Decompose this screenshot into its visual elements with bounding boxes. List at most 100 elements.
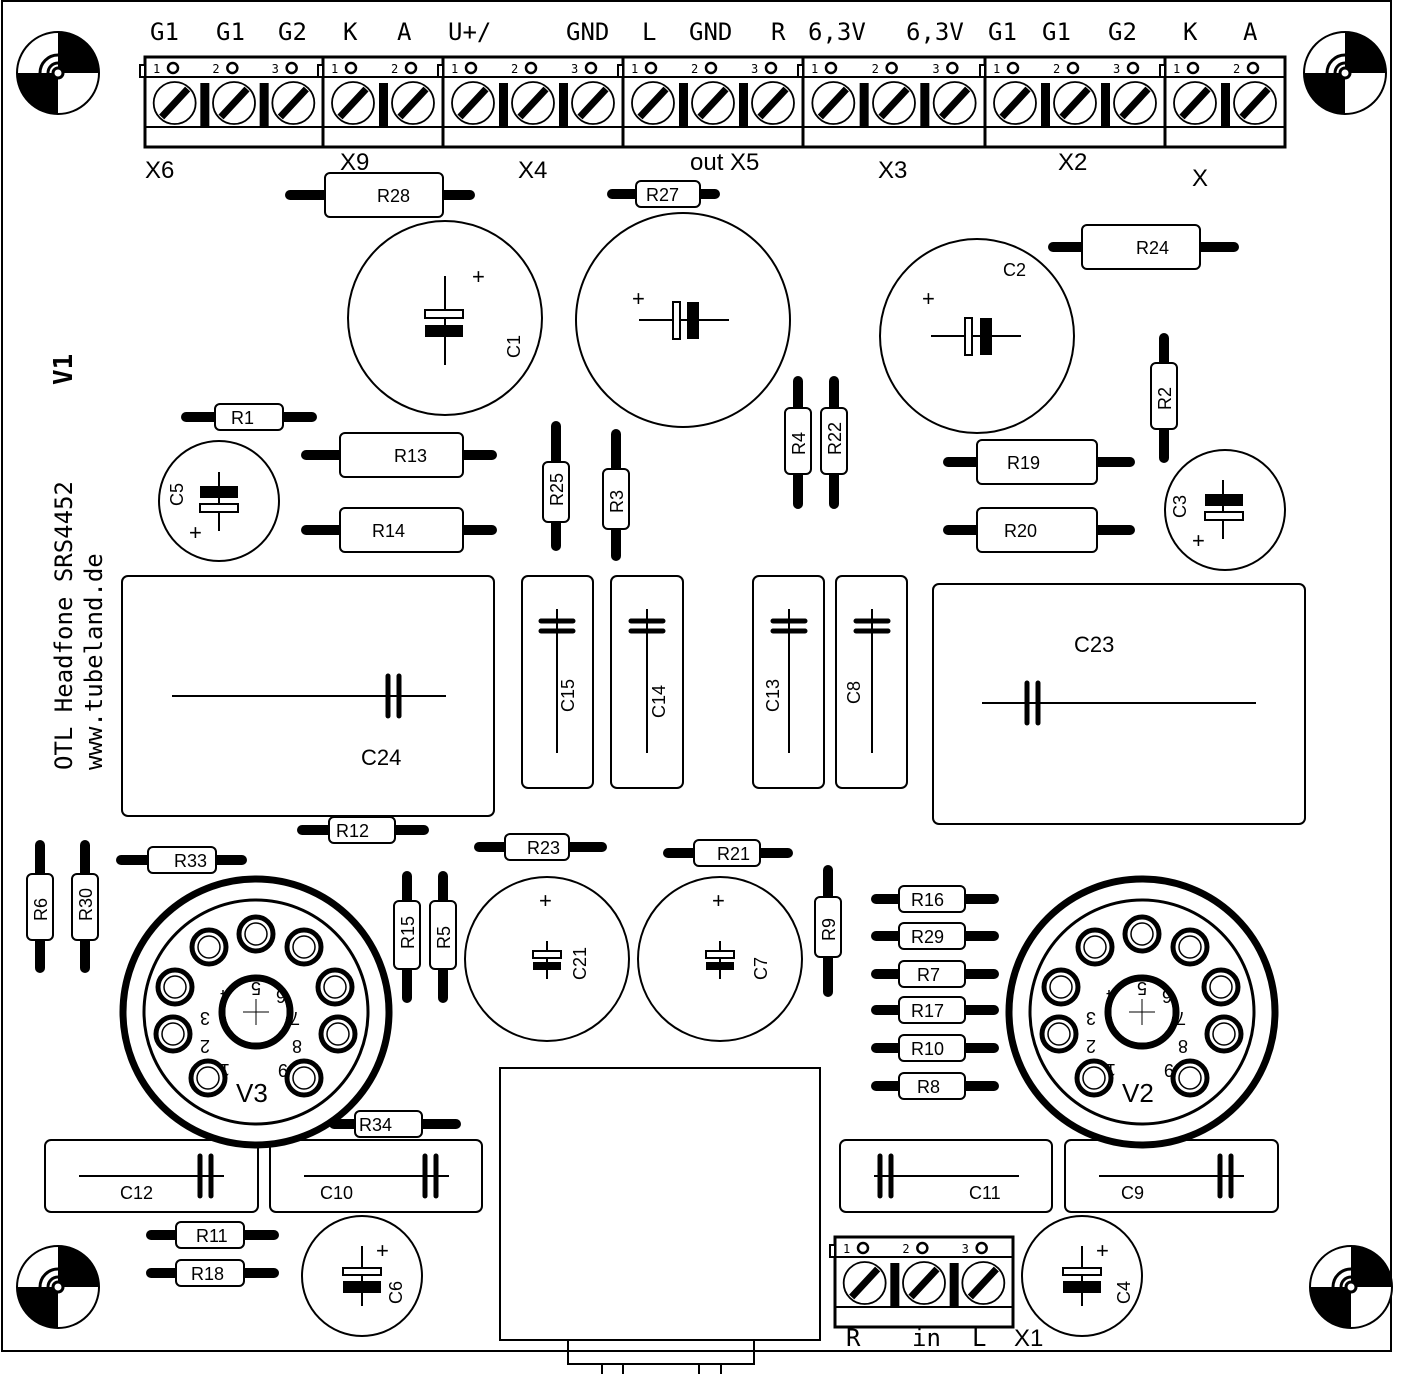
resistor-r22: R22 <box>820 376 848 509</box>
tube-pin <box>1041 967 1081 1007</box>
mounting-hole-bottom-left <box>16 1245 100 1329</box>
capacitor-label: C8 <box>844 681 864 704</box>
terminal-signal-label: R <box>771 18 786 46</box>
resistor-r11: R11 <box>146 1221 279 1249</box>
terminal-signal-label: L <box>972 1324 986 1352</box>
polarity-plus-icon: + <box>1192 528 1205 553</box>
capacitor-c4: +C4 <box>1021 1215 1143 1337</box>
resistor-label: R27 <box>646 185 679 205</box>
tube-pin <box>236 914 276 954</box>
terminal-ref-label: X <box>1192 165 1208 192</box>
tube-ref-label: V2 <box>1122 1078 1154 1108</box>
tube-pin-number: 1 <box>220 1060 230 1080</box>
resistor-r33: R33 <box>116 846 247 874</box>
terminal-pin-number: 1 <box>843 1242 850 1256</box>
tube-pin-number: 5 <box>251 978 261 998</box>
board-title: OTL Headfone SRS4452 V1 <box>49 354 79 770</box>
tube-pin <box>1170 927 1210 967</box>
tube-pin <box>188 1058 228 1098</box>
tube-pin <box>315 967 355 1007</box>
tube-pin <box>1039 1014 1079 1054</box>
capacitor-c13: C13 <box>752 575 825 789</box>
terminal-pin-hole <box>584 61 598 75</box>
terminal-pin-number: 3 <box>1113 62 1120 76</box>
terminal-signal-label: G1 <box>216 18 245 46</box>
resistor-label: R28 <box>377 186 410 206</box>
tube-pin-number: 6 <box>276 986 286 1006</box>
terminal-signal-label: L <box>642 18 656 46</box>
terminal-pin-hole <box>464 61 478 75</box>
transformer-footprint <box>499 1067 821 1374</box>
terminal-signal-label: GND <box>566 18 609 46</box>
terminal-pin-number: 1 <box>153 62 160 76</box>
terminal-signal-label: G2 <box>278 18 307 46</box>
tube-pin <box>189 927 229 967</box>
terminal-pin-number: 1 <box>811 62 818 76</box>
resistor-r1: R1 <box>181 403 317 431</box>
terminal-signal-label: A <box>397 18 412 46</box>
terminal-signal-label: G1 <box>1042 18 1071 46</box>
tube-pin <box>284 927 324 967</box>
board-outline <box>1 0 1392 1352</box>
terminal-pin-hole <box>404 61 418 75</box>
tube-pin-number: 2 <box>200 1036 210 1056</box>
resistor-label: R12 <box>336 821 369 841</box>
capacitor-c3: +C3 <box>1164 449 1286 571</box>
terminal-signal-label: K <box>343 18 358 46</box>
resistor-r15: R15 <box>393 871 421 1003</box>
capacitor-c12: C12 <box>44 1139 259 1213</box>
tube-pin-number: 7 <box>290 1008 300 1028</box>
terminal-pin-hole <box>1186 61 1200 75</box>
terminal-pin-number: 1 <box>993 62 1000 76</box>
terminal-pin-number: 1 <box>451 62 458 76</box>
terminal-pin-number: 3 <box>962 1242 969 1256</box>
resistor-r19: R19 <box>943 439 1135 485</box>
terminal-pin-hole <box>344 61 358 75</box>
tube-pin <box>155 967 195 1007</box>
resistor-r2: R2 <box>1150 333 1178 463</box>
resistor-r27: R27 <box>607 180 720 208</box>
resistor-label: R3 <box>607 490 627 513</box>
resistor-r14: R14 <box>301 507 497 553</box>
terminal-pin-hole <box>226 61 239 75</box>
capacitor-label: C3 <box>1170 495 1190 518</box>
capacitor-label: C5 <box>167 483 187 506</box>
resistor-r4: R4 <box>784 376 812 509</box>
resistor-label: R2 <box>1155 387 1175 410</box>
terminal-pin-hole <box>524 61 538 75</box>
terminal-signal-label: A <box>1243 18 1258 46</box>
polarity-plus-icon: + <box>376 1238 389 1263</box>
tube-pin <box>1201 967 1241 1007</box>
capacitor-label: C2 <box>1003 260 1026 280</box>
tube-pin-number: 9 <box>278 1060 288 1080</box>
resistor-r9: R9 <box>814 865 842 997</box>
tube-pin <box>1074 1058 1114 1098</box>
terminal-signal-label: GND <box>689 18 732 46</box>
polarity-plus-icon: + <box>1096 1238 1109 1263</box>
capacitor-c14: C14 <box>610 575 684 789</box>
resistor-label: R1 <box>231 408 254 428</box>
resistor-r23: R23 <box>474 833 607 861</box>
mounting-hole-bottom-right <box>1309 1245 1393 1329</box>
terminal-signal-label: G1 <box>988 18 1017 46</box>
resistor-label: R25 <box>547 473 567 506</box>
capacitor-c2: +C2 <box>879 238 1075 434</box>
capacitor-label: C9 <box>1121 1183 1144 1203</box>
tube-pin-number: 6 <box>1162 986 1172 1006</box>
resistor-r3: R3 <box>602 429 630 561</box>
terminal-signal-label: U+/ <box>448 18 491 46</box>
resistor-label: R9 <box>819 918 839 941</box>
tube-pin-number: 8 <box>1178 1036 1188 1056</box>
polarity-plus-icon: + <box>539 888 552 913</box>
resistor-label: R10 <box>911 1039 944 1059</box>
capacitor-label: C4 <box>1114 1281 1134 1304</box>
resistor-r34: R34 <box>329 1110 461 1138</box>
terminal-pin-hole <box>885 61 898 75</box>
tube-pin <box>284 1058 324 1098</box>
resistor-r5: R5 <box>429 871 457 1003</box>
resistor-label: R24 <box>1136 238 1169 258</box>
